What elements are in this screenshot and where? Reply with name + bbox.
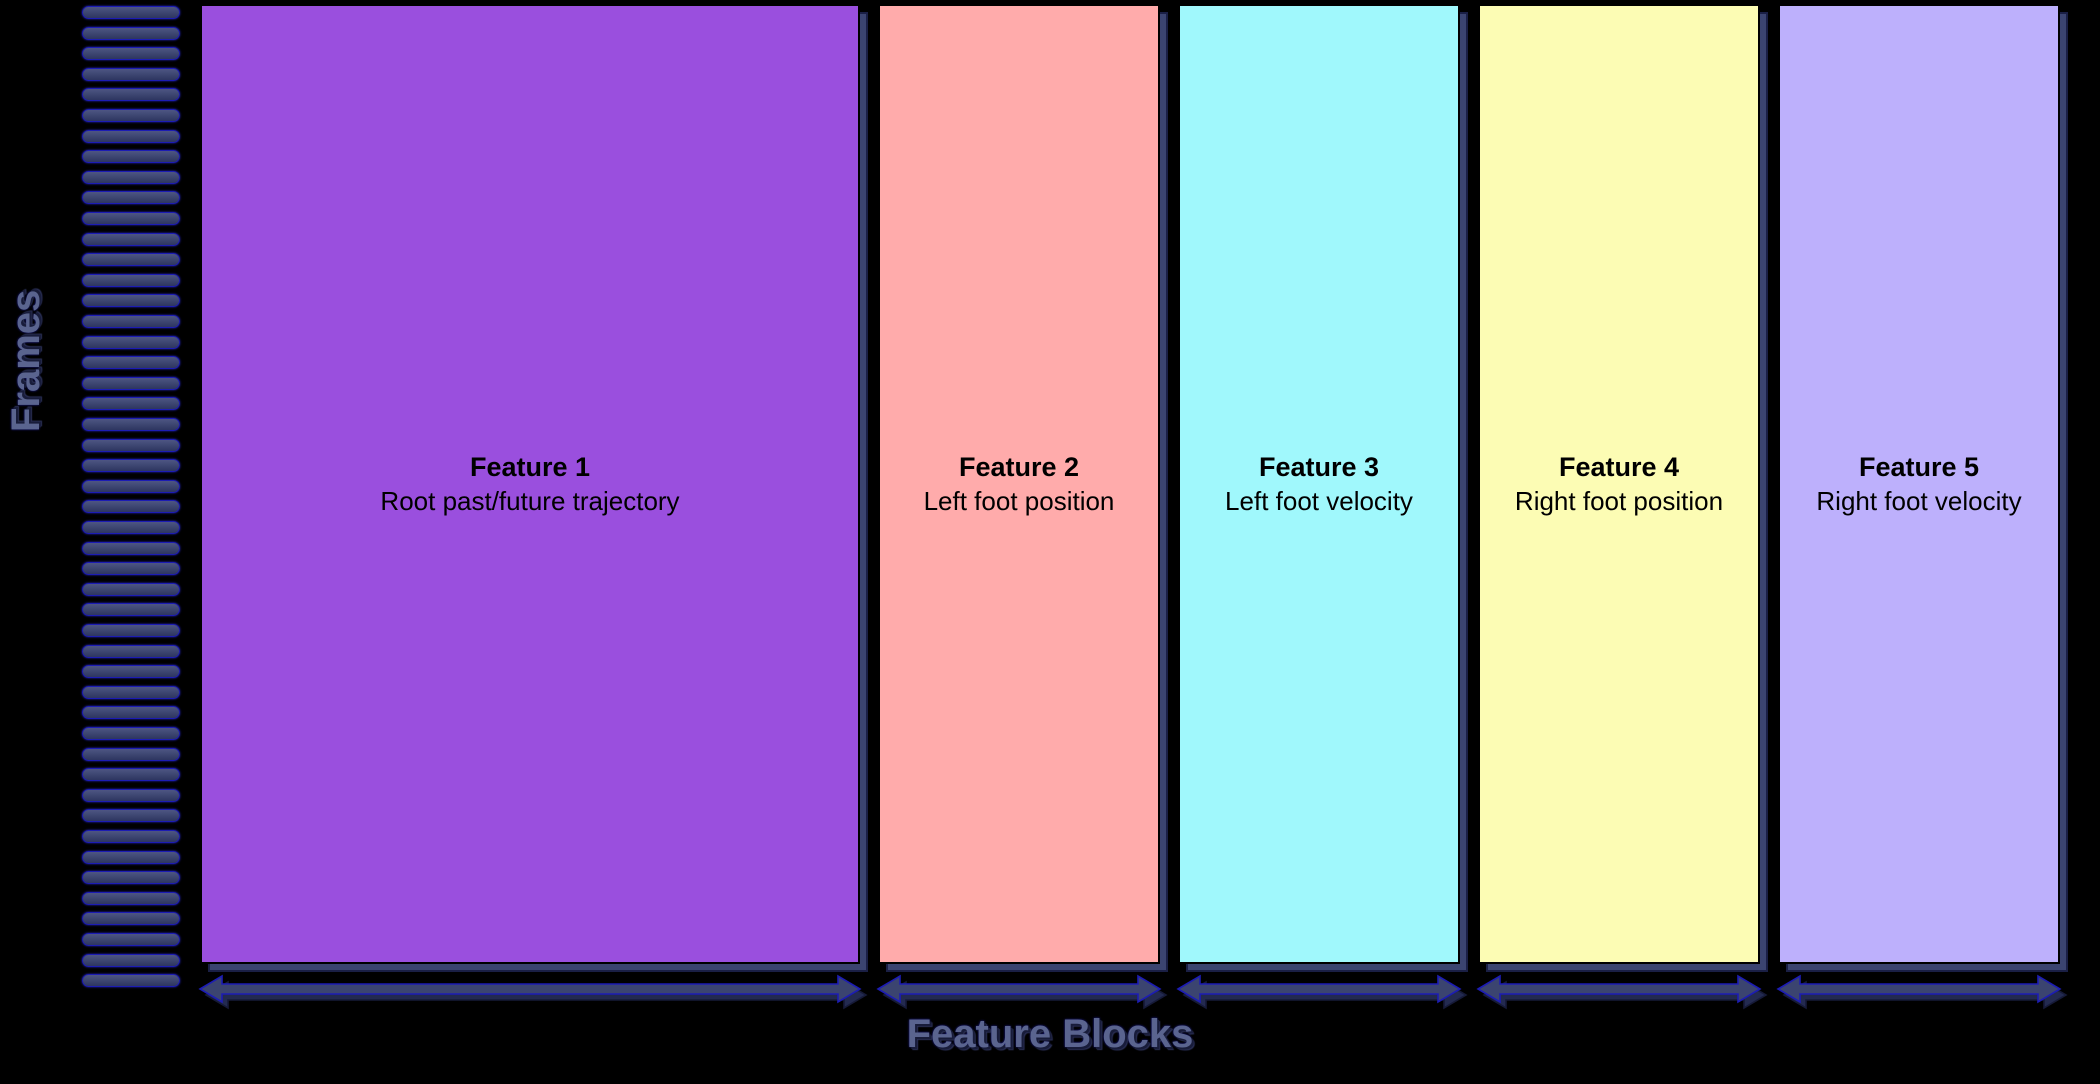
- frame-row-bar: [82, 871, 180, 885]
- frame-row-bar: [82, 129, 180, 143]
- block-width-arrow-body: [1176, 972, 1462, 1006]
- frame-row-bar: [82, 315, 180, 328]
- frame-row-bar: [82, 26, 180, 40]
- feature-block-title: Feature 3: [1258, 451, 1380, 482]
- frame-row-bar: [82, 397, 180, 411]
- block-width-arrow-body: [1776, 972, 2062, 1006]
- frame-row-bar: [82, 541, 180, 555]
- frame-row-bar: [82, 788, 180, 802]
- block-width-arrow-body: [198, 972, 862, 1006]
- frame-row-bar: [82, 665, 180, 679]
- frame-row-bar: [82, 479, 180, 493]
- frame-row-bar: [82, 521, 180, 534]
- block-width-arrow-body: [1476, 972, 1762, 1006]
- block-width-arrow: [1176, 972, 1468, 1010]
- frames-axis-label: Frames: [3, 289, 48, 432]
- block-width-arrow: [876, 972, 1168, 1010]
- frame-row-bar: [82, 438, 180, 452]
- feature-block-title: Feature 2: [958, 451, 1080, 482]
- block-width-arrow: [1476, 972, 1768, 1010]
- frame-row-bar: [82, 582, 180, 596]
- frame-row-bar: [82, 253, 180, 267]
- frame-row-bar: [82, 727, 180, 740]
- frame-row-bar: [82, 418, 180, 431]
- feature-block-title: Feature 4: [1558, 451, 1680, 482]
- frame-row-bar: [82, 109, 180, 122]
- feature-block-title: Feature 5: [1858, 451, 1980, 482]
- feature-block-subtitle: Left foot position: [923, 485, 1115, 516]
- frame-row-bar: [82, 830, 180, 843]
- feature-block-subtitle: Right foot velocity: [1816, 485, 2022, 516]
- feature-block-title: Feature 1: [469, 451, 591, 482]
- frame-row-bar: [82, 294, 180, 308]
- frame-row-bar: [82, 974, 180, 988]
- feature-block-subtitle: Right foot position: [1514, 485, 1724, 516]
- frame-row-bar: [82, 933, 180, 946]
- frame-row-bar: [82, 624, 180, 637]
- frame-row-bar: [82, 335, 180, 349]
- frame-row-bar: [82, 809, 180, 823]
- feature-block-subtitle: Left foot velocity: [1225, 485, 1413, 516]
- frame-row-bar: [82, 212, 180, 225]
- frame-row-bar: [82, 768, 180, 782]
- frame-row-bar: [82, 6, 180, 19]
- frame-row-bar: [82, 232, 180, 246]
- frame-row-bar: [82, 850, 180, 864]
- block-width-arrow: [1776, 972, 2068, 1010]
- frame-row-bar: [82, 562, 180, 576]
- block-width-arrow-body: [876, 972, 1162, 1006]
- frame-row-bar: [82, 47, 180, 61]
- frame-row-bar: [82, 273, 180, 287]
- frame-row-bar: [82, 685, 180, 699]
- frame-row-bar: [82, 88, 180, 102]
- feature-block-subtitle: Root past/future trajectory: [380, 485, 680, 516]
- frame-row-bar: [82, 953, 180, 967]
- block-width-arrow: [198, 972, 868, 1010]
- frame-row-bar: [82, 891, 180, 905]
- frame-row-bar: [82, 706, 180, 720]
- frame-row-bar: [82, 459, 180, 473]
- frame-row-bar: [82, 500, 180, 514]
- frame-row-bar: [82, 747, 180, 761]
- frame-row-bar: [82, 644, 180, 658]
- frame-row-stack: [82, 6, 182, 988]
- frame-row-bar: [82, 191, 180, 205]
- frame-row-bar: [82, 912, 180, 926]
- frame-row-bar: [82, 67, 180, 81]
- frame-row-bar: [82, 376, 180, 390]
- frame-row-bar: [82, 150, 180, 164]
- feature-blocks-axis-label: Feature Blocks: [906, 1012, 1194, 1056]
- frame-row-bar: [82, 603, 180, 617]
- frame-row-bar: [82, 356, 180, 370]
- frame-row-bar: [82, 170, 180, 184]
